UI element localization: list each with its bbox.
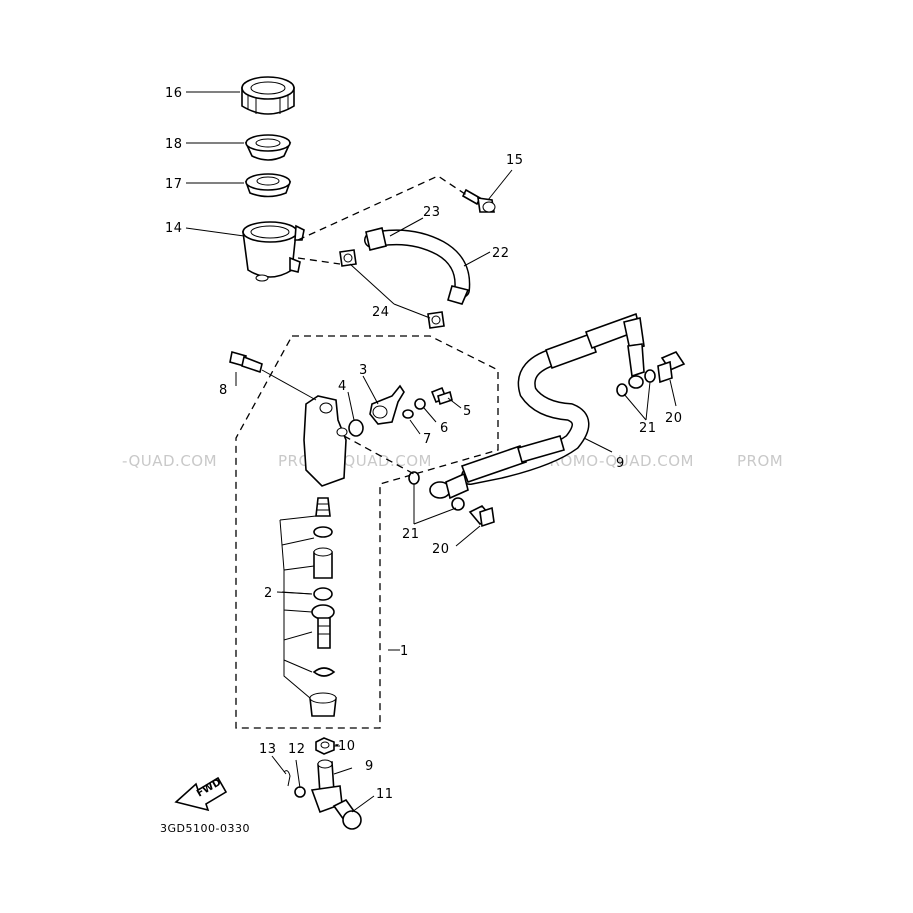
- callout-23: 23: [423, 205, 441, 220]
- brake-hose: [429, 312, 645, 500]
- dashed-connection: [297, 257, 341, 265]
- master-cylinder-body: [303, 395, 348, 487]
- callout-3: 3: [359, 363, 368, 378]
- nut-10: [315, 737, 335, 755]
- callout-9: 9: [616, 456, 625, 471]
- copper-washer: [616, 383, 628, 397]
- callout-21-upper: 21: [639, 421, 657, 436]
- callout-20-lower: 20: [432, 542, 450, 557]
- o-ring: [348, 419, 364, 437]
- bolt-15: [461, 188, 496, 213]
- callout-20-upper: 20: [665, 411, 683, 426]
- callout-2: 2: [264, 586, 273, 601]
- copper-washer: [644, 369, 656, 383]
- callout-16: 16: [165, 86, 183, 101]
- callout-8: 8: [219, 383, 228, 398]
- callout-14: 14: [165, 221, 183, 236]
- diaphragm: [244, 173, 292, 198]
- callout-24: 24: [372, 305, 390, 320]
- washer-6: [414, 398, 426, 410]
- callout-13: 13: [259, 742, 277, 757]
- reservoir-hose: [364, 227, 471, 305]
- callout-7: 7: [423, 432, 432, 447]
- dashed-connection: [343, 435, 415, 475]
- copper-washer: [451, 497, 465, 511]
- watermark-text: PROMO-QUAD.COM: [278, 452, 432, 470]
- callout-1: 1: [400, 644, 409, 659]
- copper-washer: [408, 471, 420, 485]
- hose-fitting-3: [369, 384, 405, 425]
- banjo-bolt: [657, 351, 686, 384]
- diagram-code: 3GD5100-0330: [160, 822, 250, 835]
- callout-4: 4: [338, 379, 347, 394]
- dashed-connection: [297, 175, 469, 241]
- hose-clip: [339, 249, 445, 329]
- reservoir-cap: [241, 76, 295, 115]
- diaphragm-plate: [244, 134, 292, 161]
- callout-21-lower: 21: [402, 527, 420, 542]
- callout-9-pushrod: 9: [365, 759, 374, 774]
- callout-12: 12: [288, 742, 306, 757]
- callout-15: 15: [506, 153, 524, 168]
- banjo-bolt: [468, 505, 495, 528]
- callout-leaders: [185, 91, 677, 813]
- bolt-8: [229, 350, 263, 374]
- callout-6: 6: [440, 421, 449, 436]
- callout-5: 5: [463, 404, 472, 419]
- callout-18: 18: [165, 137, 183, 152]
- watermark-text: PROM: [737, 452, 783, 470]
- piston-kit: [309, 497, 337, 717]
- assembly-outline: [235, 335, 499, 729]
- callout-11: 11: [376, 787, 394, 802]
- washer-7: [402, 409, 414, 419]
- piston-leaders: [279, 515, 317, 699]
- clevis-pin: [332, 798, 362, 830]
- callout-10: 10: [338, 739, 356, 754]
- screw-5: [430, 386, 453, 406]
- washer-12: [294, 786, 306, 798]
- watermark-text: PROMO-QUAD.COM: [540, 452, 694, 470]
- callout-22: 22: [492, 246, 510, 261]
- fwd-arrow-icon: FWD: [174, 776, 228, 812]
- leader-line: [261, 369, 317, 401]
- cotter-pin: [283, 770, 291, 787]
- callout-17: 17: [165, 177, 183, 192]
- reservoir-tank: [242, 221, 305, 282]
- watermark-text: -QUAD.COM: [122, 452, 217, 470]
